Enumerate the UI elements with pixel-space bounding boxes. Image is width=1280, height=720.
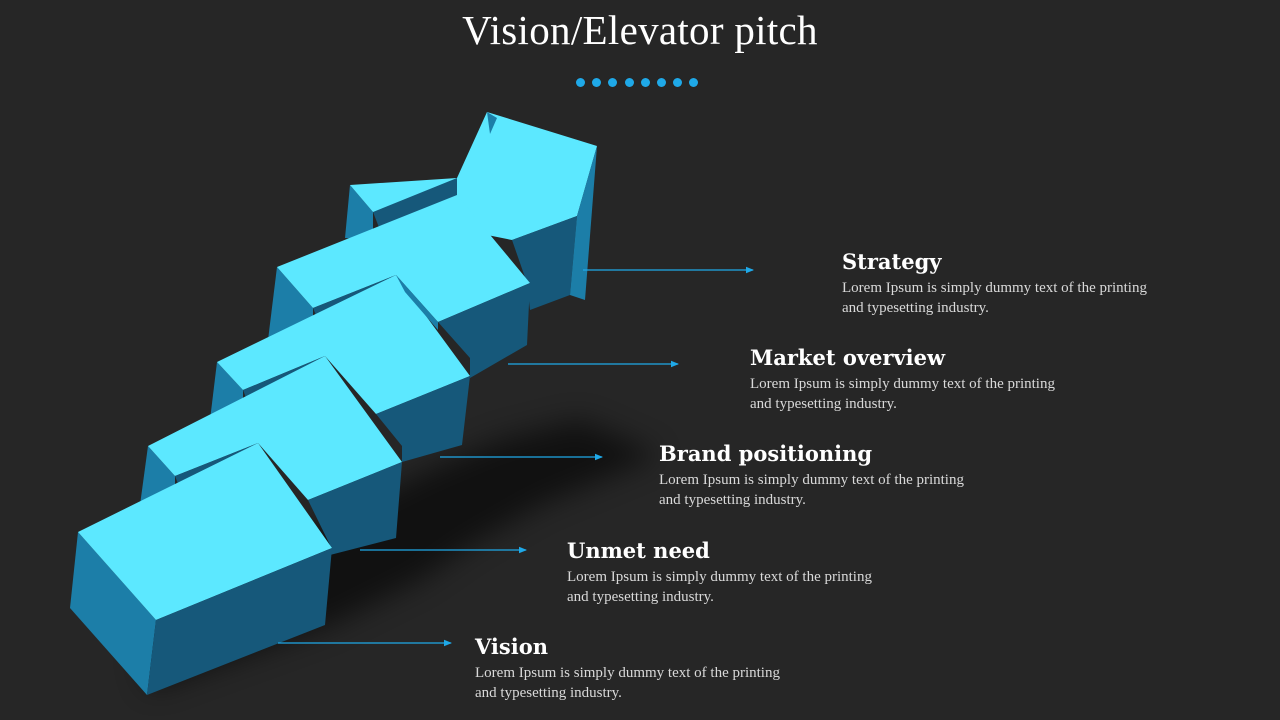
step-brand-positioning: Brand positioning Lorem Ipsum is simply … xyxy=(659,441,1079,510)
slide-title: Vision/Elevator pitch xyxy=(462,7,818,53)
step-title: Unmet need xyxy=(567,538,710,563)
divider-dot xyxy=(624,78,634,87)
step-description: Lorem Ipsum is simply dummy text of the … xyxy=(475,665,780,701)
step-description: Lorem Ipsum is simply dummy text of the … xyxy=(659,472,964,508)
step-market-overview: Market overview Lorem Ipsum is simply du… xyxy=(750,345,1170,414)
arrow-block-1 xyxy=(70,443,332,695)
step-description: Lorem Ipsum is simply dummy text of the … xyxy=(842,280,1147,316)
divider-dot xyxy=(656,78,666,87)
divider-dot xyxy=(576,78,585,87)
divider-dot xyxy=(689,78,699,87)
arrow-block-5 xyxy=(345,112,597,310)
divider-dot xyxy=(592,78,602,87)
title-dots-divider xyxy=(576,78,699,87)
divider-dot xyxy=(640,78,650,87)
step-title: Vision xyxy=(475,634,548,659)
step-description: Lorem Ipsum is simply dummy text of the … xyxy=(750,376,1055,412)
step-title: Brand positioning xyxy=(659,441,873,466)
step-vision: Vision Lorem Ipsum is simply dummy text … xyxy=(475,634,895,703)
divider-dot xyxy=(608,78,618,87)
step-description: Lorem Ipsum is simply dummy text of the … xyxy=(567,569,872,605)
step-strategy: Strategy Lorem Ipsum is simply dummy tex… xyxy=(842,249,1262,318)
step-title: Market overview xyxy=(750,345,946,370)
divider-dot xyxy=(673,78,683,87)
step-unmet-need: Unmet need Lorem Ipsum is simply dummy t… xyxy=(567,538,987,607)
step-title: Strategy xyxy=(842,249,942,274)
